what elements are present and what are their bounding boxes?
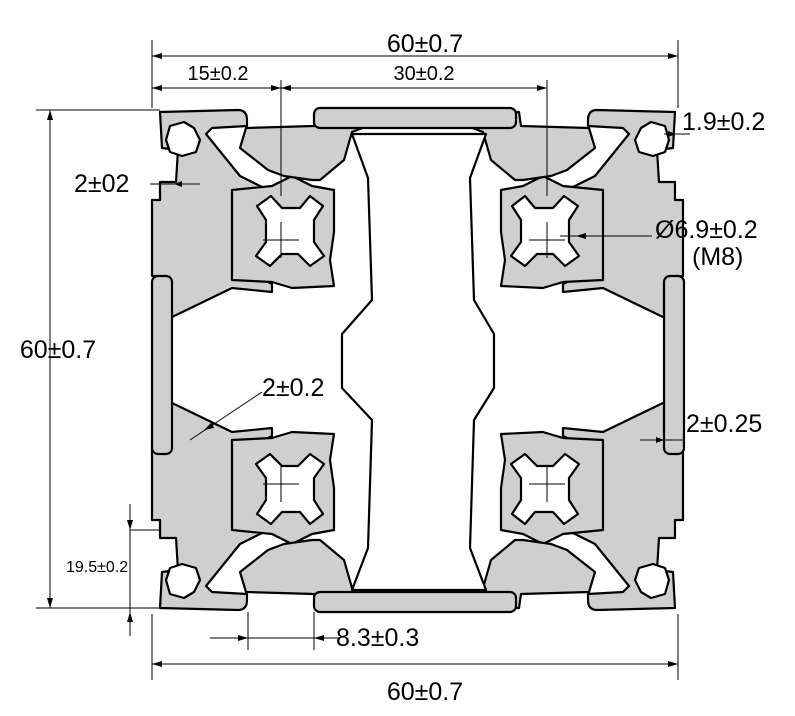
dim-overall-width-top: 60±0.7 (387, 30, 463, 58)
dimension-lines (36, 40, 690, 680)
dim-center-spacing: 30±0.2 (393, 63, 454, 85)
bore-centerlines (263, 222, 565, 502)
top-flange (312, 106, 518, 130)
right-flange (662, 274, 686, 456)
bottom-flange (312, 590, 518, 614)
dim-bore-diameter: Ø6.9±0.2 (655, 216, 758, 244)
dim-wall-corner: 1.9±0.2 (682, 108, 765, 136)
dim-web-thickness: 2±0.2 (262, 374, 324, 402)
dim-wall-left: 2±02 (74, 170, 129, 198)
dim-edge-to-center: 15±0.2 (187, 63, 248, 85)
dim-overall-width-bottom: 60±0.7 (387, 678, 463, 706)
profile-quadrant-bottom-left (150, 400, 370, 612)
dim-overall-height: 60±0.7 (20, 336, 96, 364)
profile-quadrant-top-right (465, 108, 685, 320)
profile-quadrant-bottom-right (465, 400, 685, 612)
dim-flange-thickness: 2±0.25 (686, 410, 762, 438)
left-flange (150, 274, 174, 456)
dim-slot-depth: 19.5±0.2 (66, 559, 128, 576)
dim-thread-size: (M8) (692, 243, 743, 271)
dim-slot-width: 8.3±0.3 (336, 624, 419, 652)
profile-quadrant-top-left (150, 108, 370, 320)
profile-central-web (340, 132, 496, 592)
